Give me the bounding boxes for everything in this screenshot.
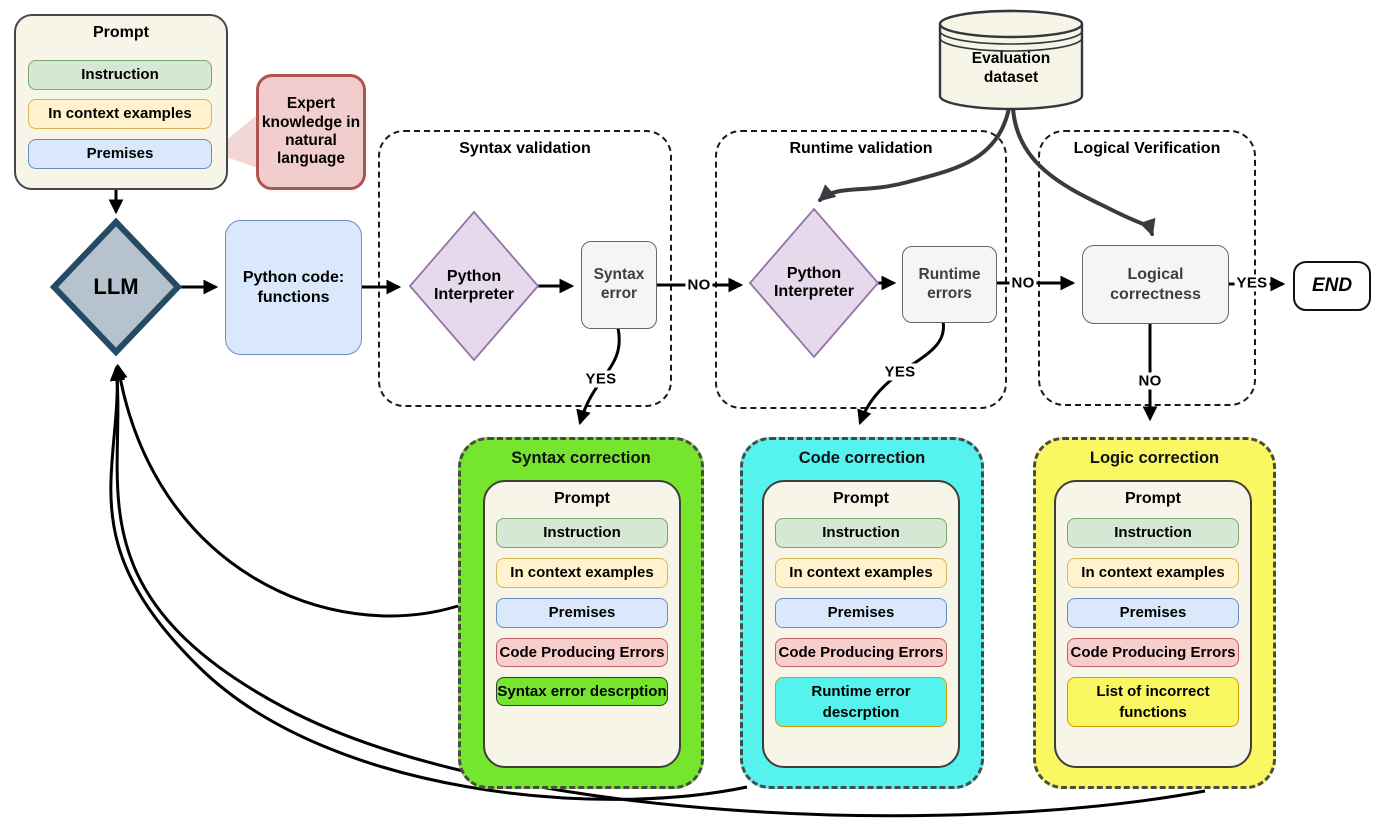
yes-label-runtime: YES [882,363,918,381]
runtime-interpreter-diamond [748,207,880,359]
logic-correction-prompt: Prompt Instruction In context examples P… [1054,480,1252,768]
feedback-code-correction-to-llm [109,364,748,801]
code-producing-errors-chip: Code Producing Errors [496,638,668,667]
llm-label: LLM [93,274,139,299]
expert-knowledge-text: Expert knowledge in natural language [261,95,361,168]
end-box: END [1293,261,1371,311]
incorrect-functions-chip: List of incorrect functions [1067,677,1239,727]
yes-label-logical: YES [1234,274,1270,292]
syntax-interpreter-label: Python Interpreter [433,267,515,303]
syntax-correction-title: Syntax correction [511,449,651,467]
logical-verification-title: Logical Verification [1073,140,1221,157]
in-context-examples-chip: In context examples [496,558,668,588]
syntax-correction-prompt: Prompt Instruction In context examples P… [483,480,681,768]
in-context-examples-chip: In context examples [28,99,212,129]
runtime-error-description-chip: Runtime error descrption [775,677,947,727]
syntax-interpreter-diamond [408,210,540,362]
premises-chip: Premises [496,598,668,628]
instruction-chip: Instruction [1067,518,1239,548]
llm-diamond [49,217,183,357]
code-producing-errors-chip: Code Producing Errors [775,638,947,667]
code-producing-errors-chip: Code Producing Errors [1067,638,1239,667]
logical-correctness-box: Logical correctness [1082,245,1229,324]
syntax-error-description-chip: Syntax error descrption [496,677,668,706]
instruction-chip: Instruction [496,518,668,548]
no-label-logical: NO [1136,372,1164,390]
prompt-box: Prompt Instruction In context examples P… [14,14,228,190]
database-cylinder-icon [938,9,1084,111]
premises-chip: Premises [1067,598,1239,628]
syntax-validation-title: Syntax validation [459,140,591,157]
prompt-title: Prompt [833,490,889,507]
yes-label-syntax: YES [583,370,619,388]
syntax-validation-section: Syntax validation [378,130,672,407]
premises-chip: Premises [28,139,212,169]
expert-knowledge-callout: Expert knowledge in natural language [256,74,366,190]
logical-verification-section: Logical Verification [1038,130,1256,406]
no-label-runtime: NO [1009,274,1037,292]
in-context-examples-chip: In context examples [775,558,947,588]
logic-correction-title: Logic correction [1089,449,1220,467]
no-label-syntax: NO [685,276,713,294]
runtime-interpreter-label: Python Interpreter [773,264,855,300]
instruction-chip: Instruction [775,518,947,548]
feedback-syntax-correction-to-llm [112,363,459,618]
python-code-label: Python code: functions [242,269,345,306]
runtime-validation-title: Runtime validation [789,140,933,157]
syntax-error-box: Syntax error [581,241,657,329]
runtime-errors-box: Runtime errors [902,246,997,323]
arrow-dataset-to-runtime-interpreter [818,106,1011,202]
prompt-title: Prompt [554,490,610,507]
runtime-validation-section: Runtime validation [715,130,1007,409]
feedback-logic-correction-to-llm [109,365,1206,818]
code-correction-prompt: Prompt Instruction In context examples P… [762,480,960,768]
python-code-box: Python code: functions [225,220,362,355]
evaluation-dataset-label: Evaluation dataset [971,50,1051,86]
code-correction-title: Code correction [798,449,926,467]
in-context-examples-chip: In context examples [1067,558,1239,588]
arrow-dataset-to-logical-correctness [1011,106,1156,237]
prompt-title: Prompt [1125,490,1181,507]
premises-chip: Premises [775,598,947,628]
instruction-chip: Instruction [28,60,212,90]
prompt-title: Prompt [93,24,149,41]
